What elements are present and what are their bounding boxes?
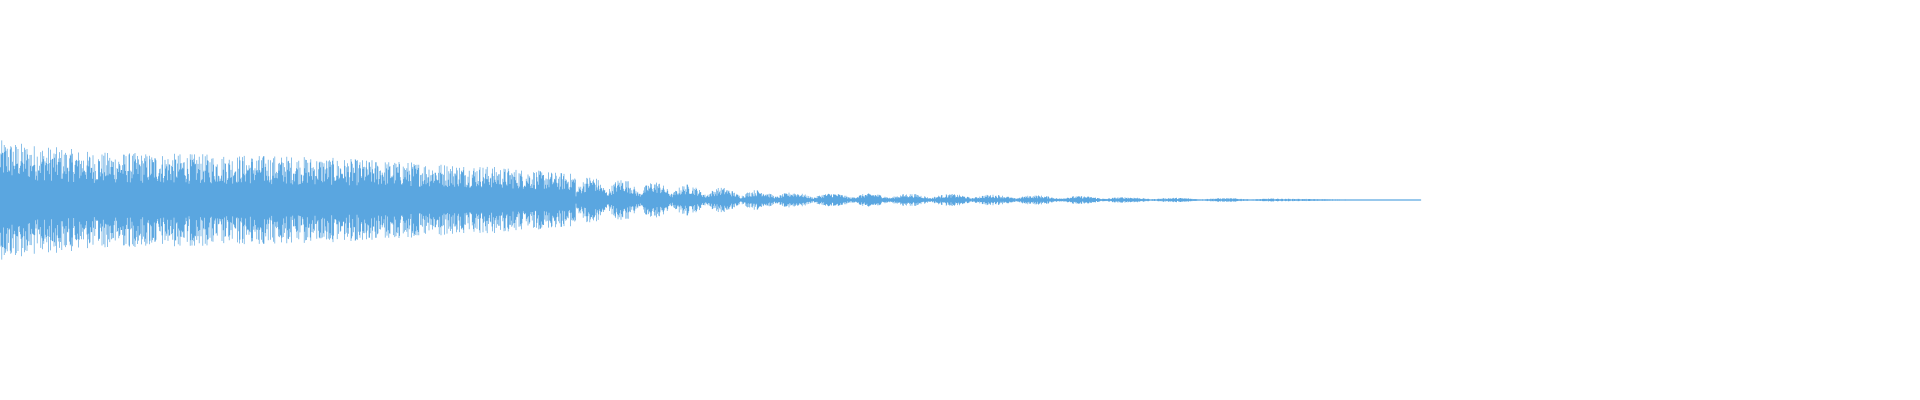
waveform-trace bbox=[0, 140, 1422, 260]
